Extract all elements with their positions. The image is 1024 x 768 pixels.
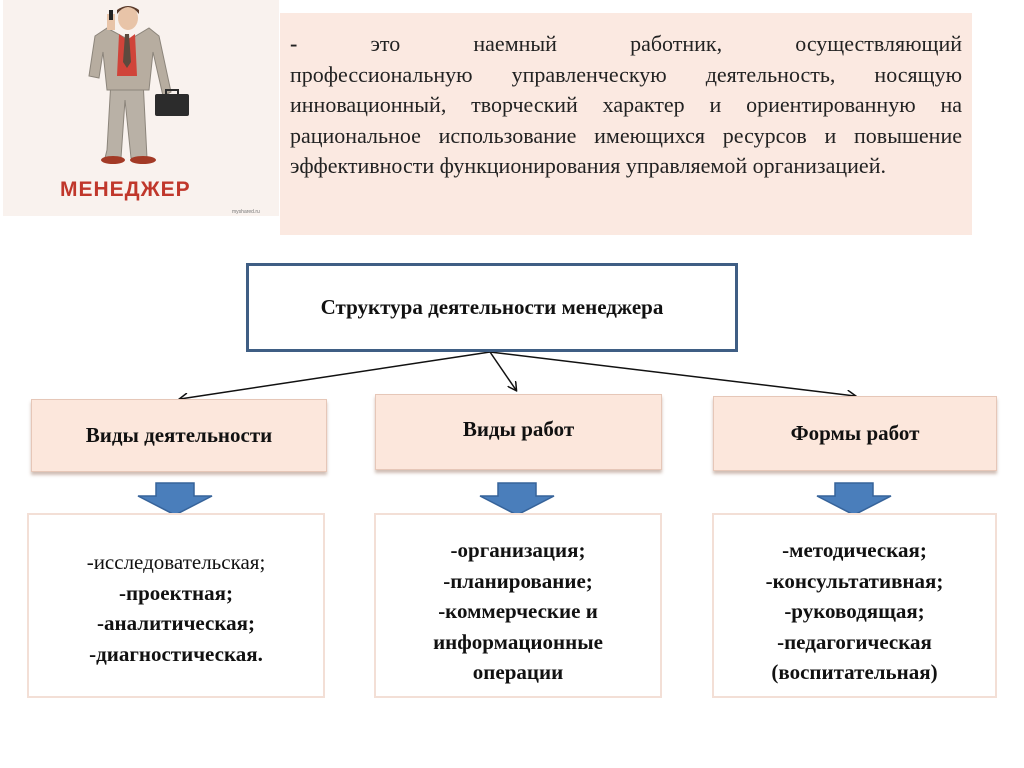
- manager-illustration: [3, 0, 279, 216]
- list-item: -организация;: [450, 538, 586, 562]
- list-item: операции: [472, 660, 564, 684]
- work-forms-list: -методическая; -консультативная; -руково…: [712, 513, 997, 698]
- category-activity-types: Виды деятельности: [31, 399, 327, 472]
- list-item: -проектная;: [119, 580, 233, 605]
- root-structure-box: Структура деятельности менеджера: [246, 263, 738, 352]
- definition-word: это: [370, 31, 401, 56]
- list-item: -методическая;: [782, 538, 927, 562]
- definition-first-line: - это наемный работник, осуществляющий: [290, 29, 962, 60]
- list-item: -руководящая;: [784, 599, 925, 623]
- activity-types-list: -исследовательская; -проектная; -аналити…: [27, 513, 325, 698]
- category-work-types: Виды работ: [375, 394, 662, 470]
- list-item: -педагогическая: [777, 629, 932, 654]
- connector-right-arrow: [489, 351, 855, 396]
- down-arrow-icon: [816, 482, 892, 516]
- list-item: -диагностическая.: [89, 641, 263, 666]
- list-item: -коммерческие и: [438, 599, 598, 623]
- category-work-forms: Формы работ: [713, 396, 997, 471]
- definition-box: - это наемный работник, осуществляющий п…: [280, 13, 972, 235]
- illustration-caption: МЕНЕДЖЕР: [60, 178, 191, 201]
- list-item: -планирование;: [443, 568, 593, 593]
- down-arrow-icon: [479, 482, 555, 516]
- list-item: -исследовательская;: [86, 550, 266, 574]
- definition-word: наемный: [473, 31, 557, 56]
- connector-left-arrow: [180, 351, 491, 399]
- list-item: -аналитическая;: [97, 611, 255, 635]
- definition-text: профессиональную управленческую деятельн…: [290, 61, 962, 179]
- list-item: -консультативная;: [765, 568, 944, 593]
- watermark-text: myshared.ru: [232, 209, 260, 215]
- root-structure-label: Структура деятельности менеджера: [320, 295, 664, 319]
- list-item: (воспитательная): [771, 660, 938, 684]
- definition-word: осуществляющий: [795, 31, 963, 56]
- definition-word: -: [290, 31, 298, 56]
- work-types-list: -организация; -планирование; -коммерческ…: [374, 513, 662, 698]
- down-arrow-icon: [137, 482, 213, 516]
- category-label: Виды деятельности: [85, 423, 273, 447]
- list-item: информационные: [433, 629, 603, 654]
- connector-center-arrow: [489, 351, 516, 390]
- category-label: Формы работ: [790, 421, 920, 445]
- definition-word: работник,: [630, 31, 723, 56]
- category-label: Виды работ: [462, 416, 575, 441]
- manager-figure-icon: [88, 6, 189, 164]
